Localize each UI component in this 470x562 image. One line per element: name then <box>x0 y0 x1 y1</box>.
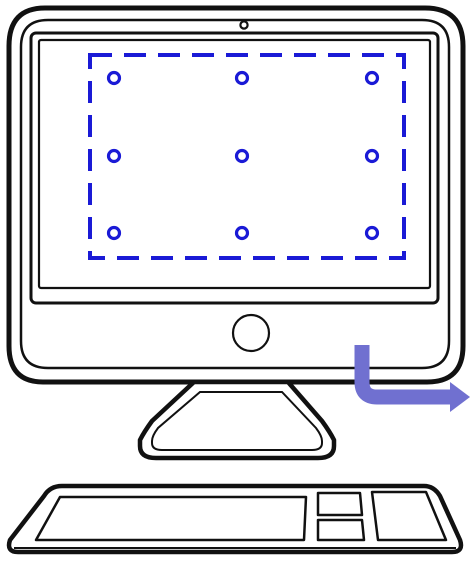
calibration-point-r3-c3 <box>367 228 378 239</box>
keyboard <box>9 486 461 552</box>
keyboard-arrow-keys-top <box>318 493 362 515</box>
calibration-point-r1-c3 <box>367 73 378 84</box>
calibration-point-r3-c1 <box>109 228 120 239</box>
calibration-point-r1-c2 <box>237 73 248 84</box>
arrow-head-icon <box>450 382 470 412</box>
stand-neck <box>140 382 334 458</box>
calibration-point-r3-c2 <box>237 228 248 239</box>
calibration-point-r2-c2 <box>237 151 248 162</box>
calibration-point-r2-c3 <box>367 151 378 162</box>
calibration-point-r2-c1 <box>109 151 120 162</box>
keyboard-main-keys <box>36 497 306 540</box>
logo-circle-icon <box>233 315 269 351</box>
webcam-icon <box>240 21 247 28</box>
monitor-stand <box>140 382 334 458</box>
keyboard-arrow-keys-bottom <box>318 520 364 540</box>
monitor <box>9 8 463 382</box>
calibration-point-r1-c1 <box>109 73 120 84</box>
